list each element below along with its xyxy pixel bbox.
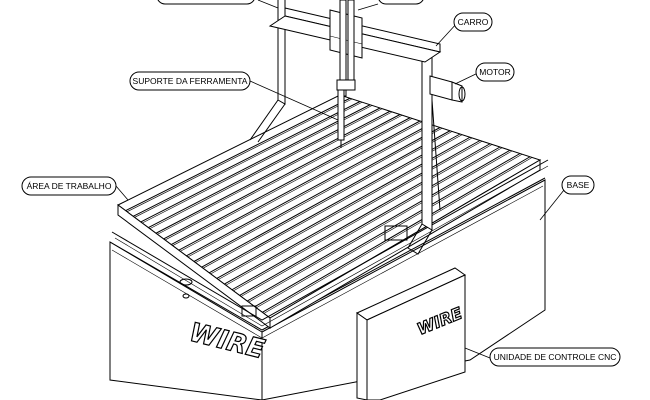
svg-text:MOTOR: MOTOR — [479, 67, 510, 77]
table-slat — [172, 118, 412, 246]
table-slat — [188, 124, 432, 258]
cnc-control-unit — [355, 267, 467, 400]
table-slat — [241, 147, 502, 297]
callout-area: ÁREA DE TRABALHO — [21, 176, 117, 196]
callout-motor: MOTOR — [475, 62, 515, 82]
table-slat — [195, 128, 442, 263]
table-slat — [201, 130, 451, 268]
table-slat — [264, 157, 532, 314]
callout-top-left — [157, 0, 255, 5]
table-slat — [157, 111, 392, 235]
table-slat — [256, 154, 522, 308]
callout-carro: CARRO — [453, 12, 493, 32]
table-slat — [142, 105, 372, 224]
svg-text:SUPORTE DA FERRAMENTA: SUPORTE DA FERRAMENTA — [133, 76, 248, 86]
callout-controle: UNIDADE DE CONTROLE CNC — [489, 347, 621, 367]
table-slat — [134, 102, 362, 218]
motor — [429, 75, 466, 103]
machine-base — [109, 177, 546, 400]
table-slat — [224, 140, 481, 285]
table-slat — [203, 131, 452, 269]
table-slat — [155, 110, 391, 234]
table-slat — [231, 143, 491, 291]
table-slat — [210, 134, 462, 274]
svg-text:ÁREA DE TRABALHO: ÁREA DE TRABALHO — [27, 181, 112, 191]
svg-text:CARRO: CARRO — [458, 17, 489, 27]
callout-leaders — [115, 0, 569, 359]
table-slat — [262, 156, 531, 313]
table-slat — [163, 114, 401, 240]
table-slat — [254, 153, 521, 308]
tool-holder — [337, 89, 345, 148]
table-slat — [127, 98, 352, 212]
table-slat — [248, 150, 512, 303]
table-slat — [170, 117, 411, 245]
table-slat — [193, 127, 441, 262]
callout-suporte: SUPORTE DA FERRAMENTA — [129, 71, 251, 91]
table-slat — [178, 120, 421, 251]
table-slats — [125, 97, 532, 314]
callout-base: BASE — [561, 175, 595, 195]
svg-text:BASE: BASE — [567, 180, 590, 190]
gantry — [249, 0, 442, 255]
table-slat — [180, 121, 422, 252]
table-slat — [165, 115, 402, 241]
table-slat — [239, 146, 501, 296]
table-slat — [132, 101, 361, 217]
table-slat — [226, 141, 482, 286]
table-slat — [233, 144, 492, 291]
table-slat — [125, 97, 351, 212]
work-table — [111, 94, 549, 329]
table-slat — [186, 123, 431, 257]
table-slat — [246, 149, 511, 302]
table-slat — [208, 133, 461, 274]
callout-top-right — [378, 0, 424, 5]
table-slat — [140, 104, 371, 223]
svg-text:UNIDADE DE CONTROLE CNC: UNIDADE DE CONTROLE CNC — [494, 352, 617, 362]
